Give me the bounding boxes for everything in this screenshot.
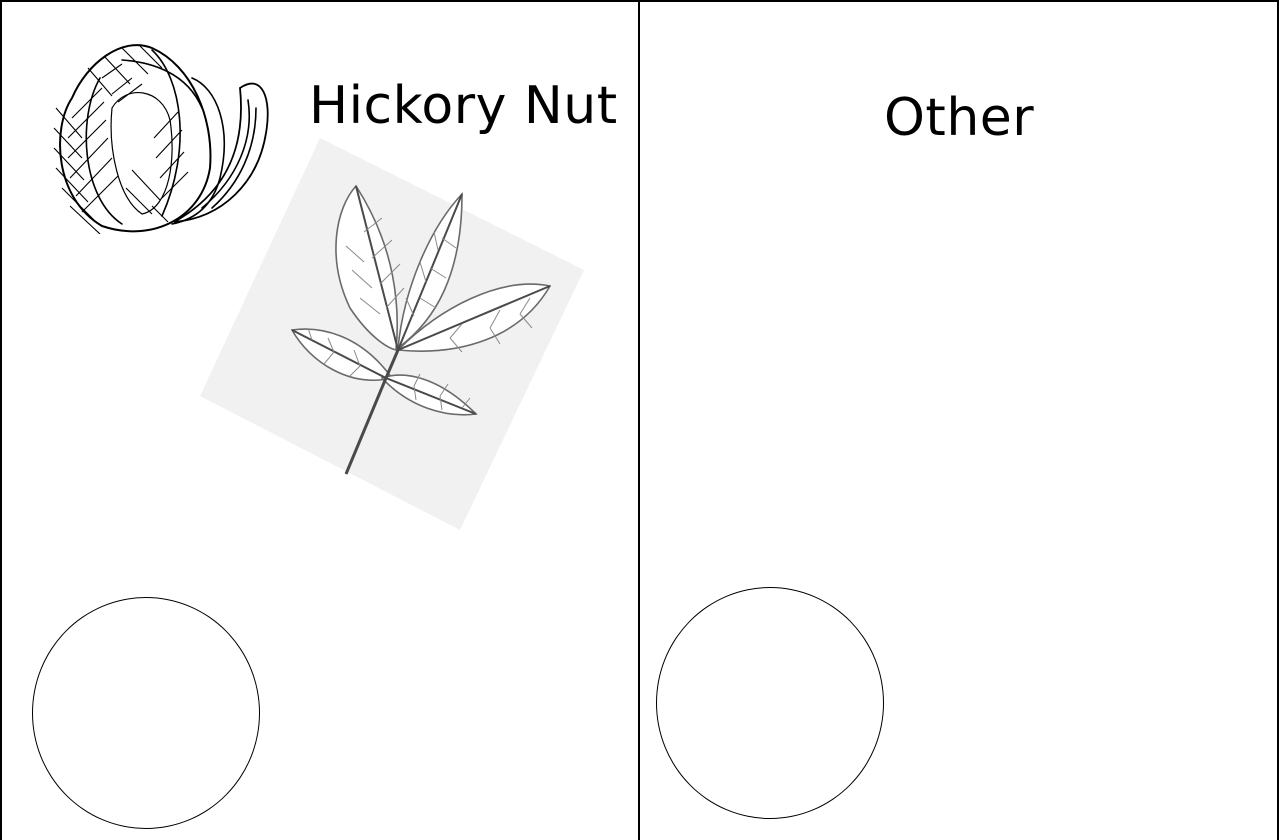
panel-hickory-nut: Hickory Nut	[0, 0, 640, 840]
answer-circle-hickory-nut[interactable]	[32, 597, 260, 829]
panel-title-hickory-nut: Hickory Nut	[309, 76, 618, 136]
panel-title-other: Other	[884, 88, 1034, 148]
panel-other: Other	[638, 0, 1279, 840]
answer-circle-other[interactable]	[656, 587, 884, 819]
hickory-leaf-icon	[200, 138, 584, 530]
